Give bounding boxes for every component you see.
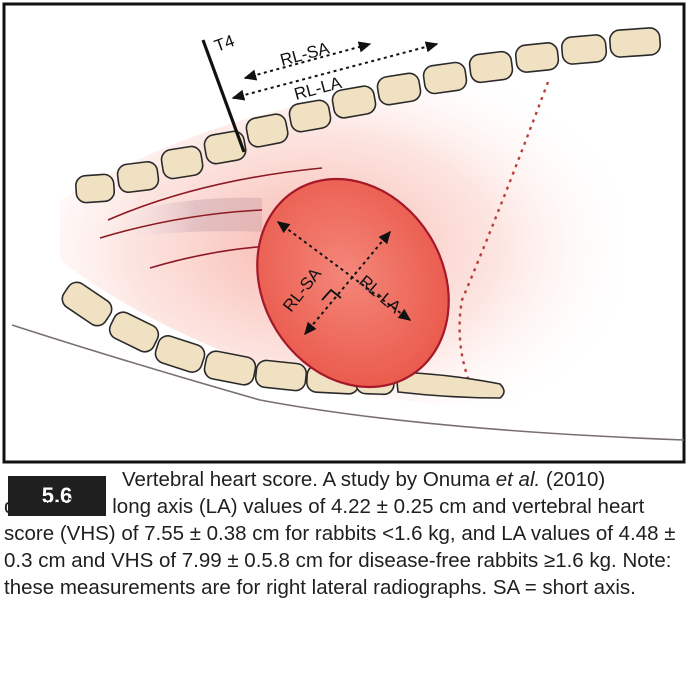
radiograph-diagram: T4 RL-SA RL-LA RL-SA RL-LA (0, 0, 688, 466)
diagram-svg: T4 RL-SA RL-LA RL-SA RL-LA (0, 0, 688, 466)
vertebra (376, 72, 422, 106)
vertebra (422, 61, 467, 95)
vertebra (468, 51, 513, 84)
caption-text-italic: et al. (496, 468, 540, 491)
caption-text-1: Vertebral heart score. A study by Onuma (122, 468, 496, 491)
vertebra (75, 174, 115, 204)
vertebra (609, 27, 661, 57)
caption-text: Vertebral heart score. A study by Onuma … (4, 466, 686, 601)
vertebra (160, 145, 204, 180)
vertebra (116, 161, 159, 194)
sternebra (255, 359, 308, 391)
vertebra (561, 34, 607, 65)
figure-caption: 5.6 Vertebral heart score. A study by On… (0, 466, 688, 683)
vertebra (515, 42, 560, 73)
